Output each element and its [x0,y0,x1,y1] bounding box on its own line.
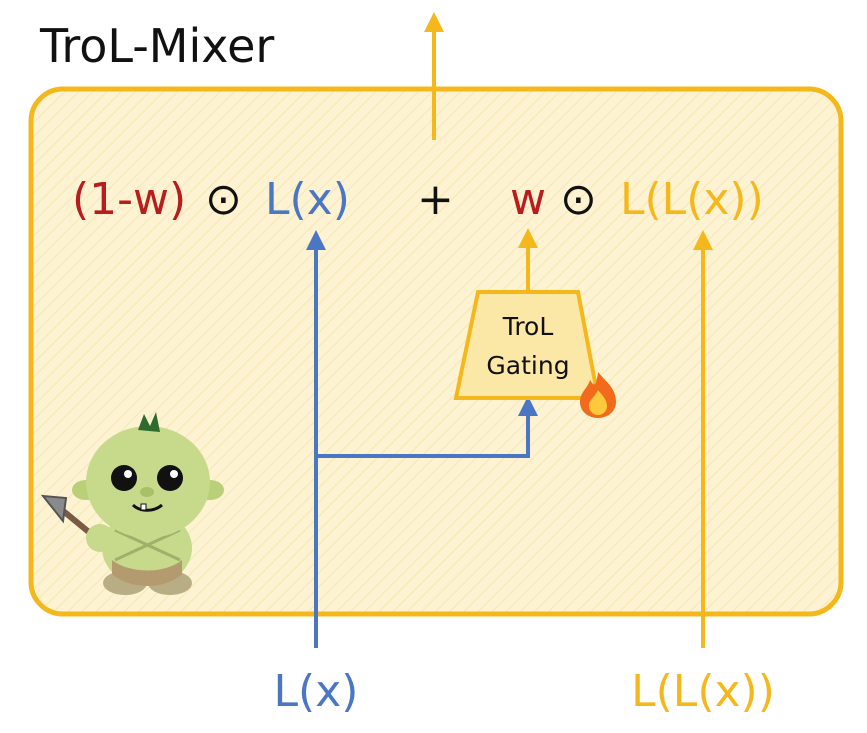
gating-label-line1: TroL [502,312,554,341]
formula-one-minus-w: (1-w) [72,174,186,225]
trol-gating-block [453,290,601,400]
diagram-title: TroL-Mixer [39,19,274,73]
formula-odot-1: ⊙ [205,174,242,225]
gating-label-line2: Gating [486,351,569,380]
formula-odot-2: ⊙ [560,174,597,225]
troll-mascot-icon [40,412,224,595]
formula-w: w [510,174,546,225]
fire-icon [580,372,616,418]
input-label-lx: L(x) [274,666,359,717]
input-label-llx: L(L(x)) [631,666,775,717]
formula-lx: L(x) [265,174,350,225]
formula-plus: + [417,174,454,225]
lx-to-gating-arrow [316,396,538,458]
formula-llx: L(L(x)) [620,174,764,225]
